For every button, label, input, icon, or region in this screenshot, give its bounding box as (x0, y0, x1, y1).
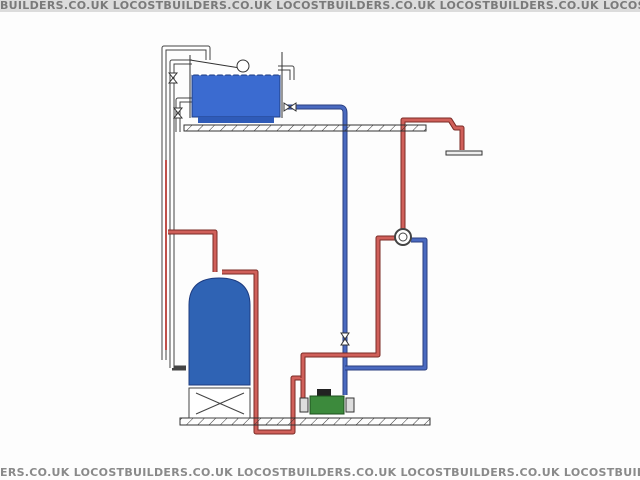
ball-valve-float (236, 59, 250, 73)
lower-floor (179, 417, 431, 426)
shower-pump (299, 389, 355, 415)
cylinder-stand (188, 387, 251, 419)
watermark-top: BUILDERS.CO.UK LOCOSTBUILDERS.CO.UK LOCO… (0, 0, 640, 12)
upper-floor (183, 124, 427, 132)
cold-feed-pipe (285, 104, 348, 395)
cold-mixer-pipe (345, 237, 428, 371)
shower-head (445, 150, 483, 156)
cold-water-tank (189, 52, 283, 123)
hot-water-cylinder (188, 277, 251, 386)
gate-valve (167, 72, 350, 346)
hot-pipes (168, 117, 465, 435)
watermark-bottom: ERS.CO.UK LOCOSTBUILDERS.CO.UK LOCOSTBUI… (0, 467, 640, 479)
